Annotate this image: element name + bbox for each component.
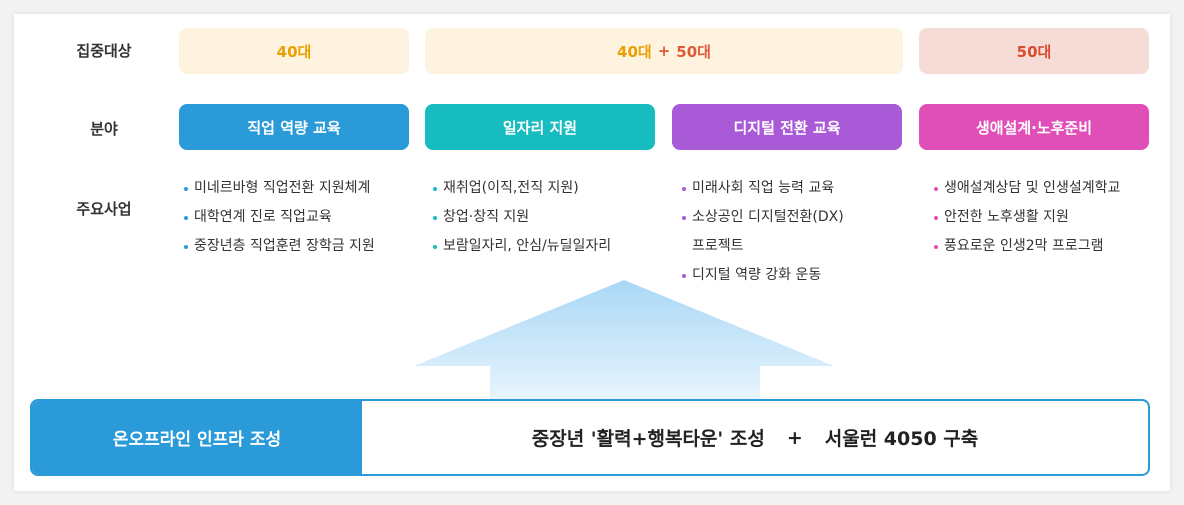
bullet-icon <box>682 187 686 191</box>
target-40s-part: 40대 <box>617 42 652 61</box>
list-item: 대학연계 진로 직업교육 <box>184 203 375 232</box>
row-label-projects: 주요사업 <box>76 200 132 218</box>
list-item: 디지털 역량 강화 운동 <box>682 261 844 290</box>
up-arrow-icon <box>414 280 834 402</box>
infrastructure-bar: 온오프라인 인프라 조성 중장년 '활력+행복타운' 조성 + 서울런 4050… <box>30 399 1150 476</box>
list-item: 창업·창직 지원 <box>433 203 611 232</box>
bullet-icon <box>934 216 938 220</box>
bullet-icon <box>184 216 188 220</box>
list-item: 소상공인 디지털전환(DX) <box>682 203 844 232</box>
bullet-icon <box>682 216 686 220</box>
field-job-support: 일자리 지원 <box>425 104 655 150</box>
bullet-icon <box>934 187 938 191</box>
target-40s: 40대 <box>179 28 409 74</box>
bullet-icon <box>184 245 188 249</box>
list-item: 안전한 노후생활 지원 <box>934 203 1120 232</box>
goal-right: 서울런 4050 구축 <box>824 428 979 450</box>
target-40s-50s: 40대 + 50대 <box>425 28 903 74</box>
target-plus: + <box>657 42 671 60</box>
list-item: 중장년층 직업훈련 장학금 지원 <box>184 232 375 261</box>
field-digital-transition-education: 디지털 전환 교육 <box>672 104 902 150</box>
bullet-icon <box>184 187 188 191</box>
goal-left: 중장년 '활력+행복타운' 조성 <box>531 428 765 450</box>
bullet-icon <box>433 187 437 191</box>
field-job-skill-education: 직업 역량 교육 <box>179 104 409 150</box>
target-40s-label: 40대 <box>276 42 312 61</box>
list-item: 풍요로운 인생2막 프로그램 <box>934 232 1120 261</box>
infrastructure-label: 온오프라인 인프라 조성 <box>32 401 362 474</box>
list-item: 미래사회 직업 능력 교육 <box>682 174 844 203</box>
projects-column-2: 재취업(이직,전직 지원) 창업·창직 지원 보람일자리, 안심/뉴딜일자리 <box>433 174 611 261</box>
list-item-continuation: 프로젝트 <box>692 238 744 254</box>
field-life-planning: 생애설계·노후준비 <box>919 104 1149 150</box>
list-item: 재취업(이직,전직 지원) <box>433 174 611 203</box>
projects-column-1: 미네르바형 직업전환 지원체계 대학연계 진로 직업교육 중장년층 직업훈련 장… <box>184 174 375 261</box>
target-50s: 50대 <box>919 28 1149 74</box>
bullet-icon <box>433 245 437 249</box>
row-label-target: 집중대상 <box>76 42 132 60</box>
target-50s-label: 50대 <box>1016 42 1052 61</box>
projects-column-3: 미래사회 직업 능력 교육 소상공인 디지털전환(DX) 프로젝트 디지털 역량… <box>682 174 844 290</box>
projects-column-4: 생애설계상담 및 인생설계학교 안전한 노후생활 지원 풍요로운 인생2막 프로… <box>934 174 1120 261</box>
bullet-icon <box>433 216 437 220</box>
goal-statement: 중장년 '활력+행복타운' 조성 + 서울런 4050 구축 <box>362 401 1148 474</box>
bullet-icon <box>934 245 938 249</box>
row-label-field: 분야 <box>90 120 118 138</box>
target-50s-part: 50대 <box>676 42 711 61</box>
list-item: 생애설계상담 및 인생설계학교 <box>934 174 1120 203</box>
list-item: 보람일자리, 안심/뉴딜일자리 <box>433 232 611 261</box>
bullet-icon <box>682 274 686 278</box>
goal-operator: + <box>786 426 803 449</box>
list-item: 미네르바형 직업전환 지원체계 <box>184 174 375 203</box>
